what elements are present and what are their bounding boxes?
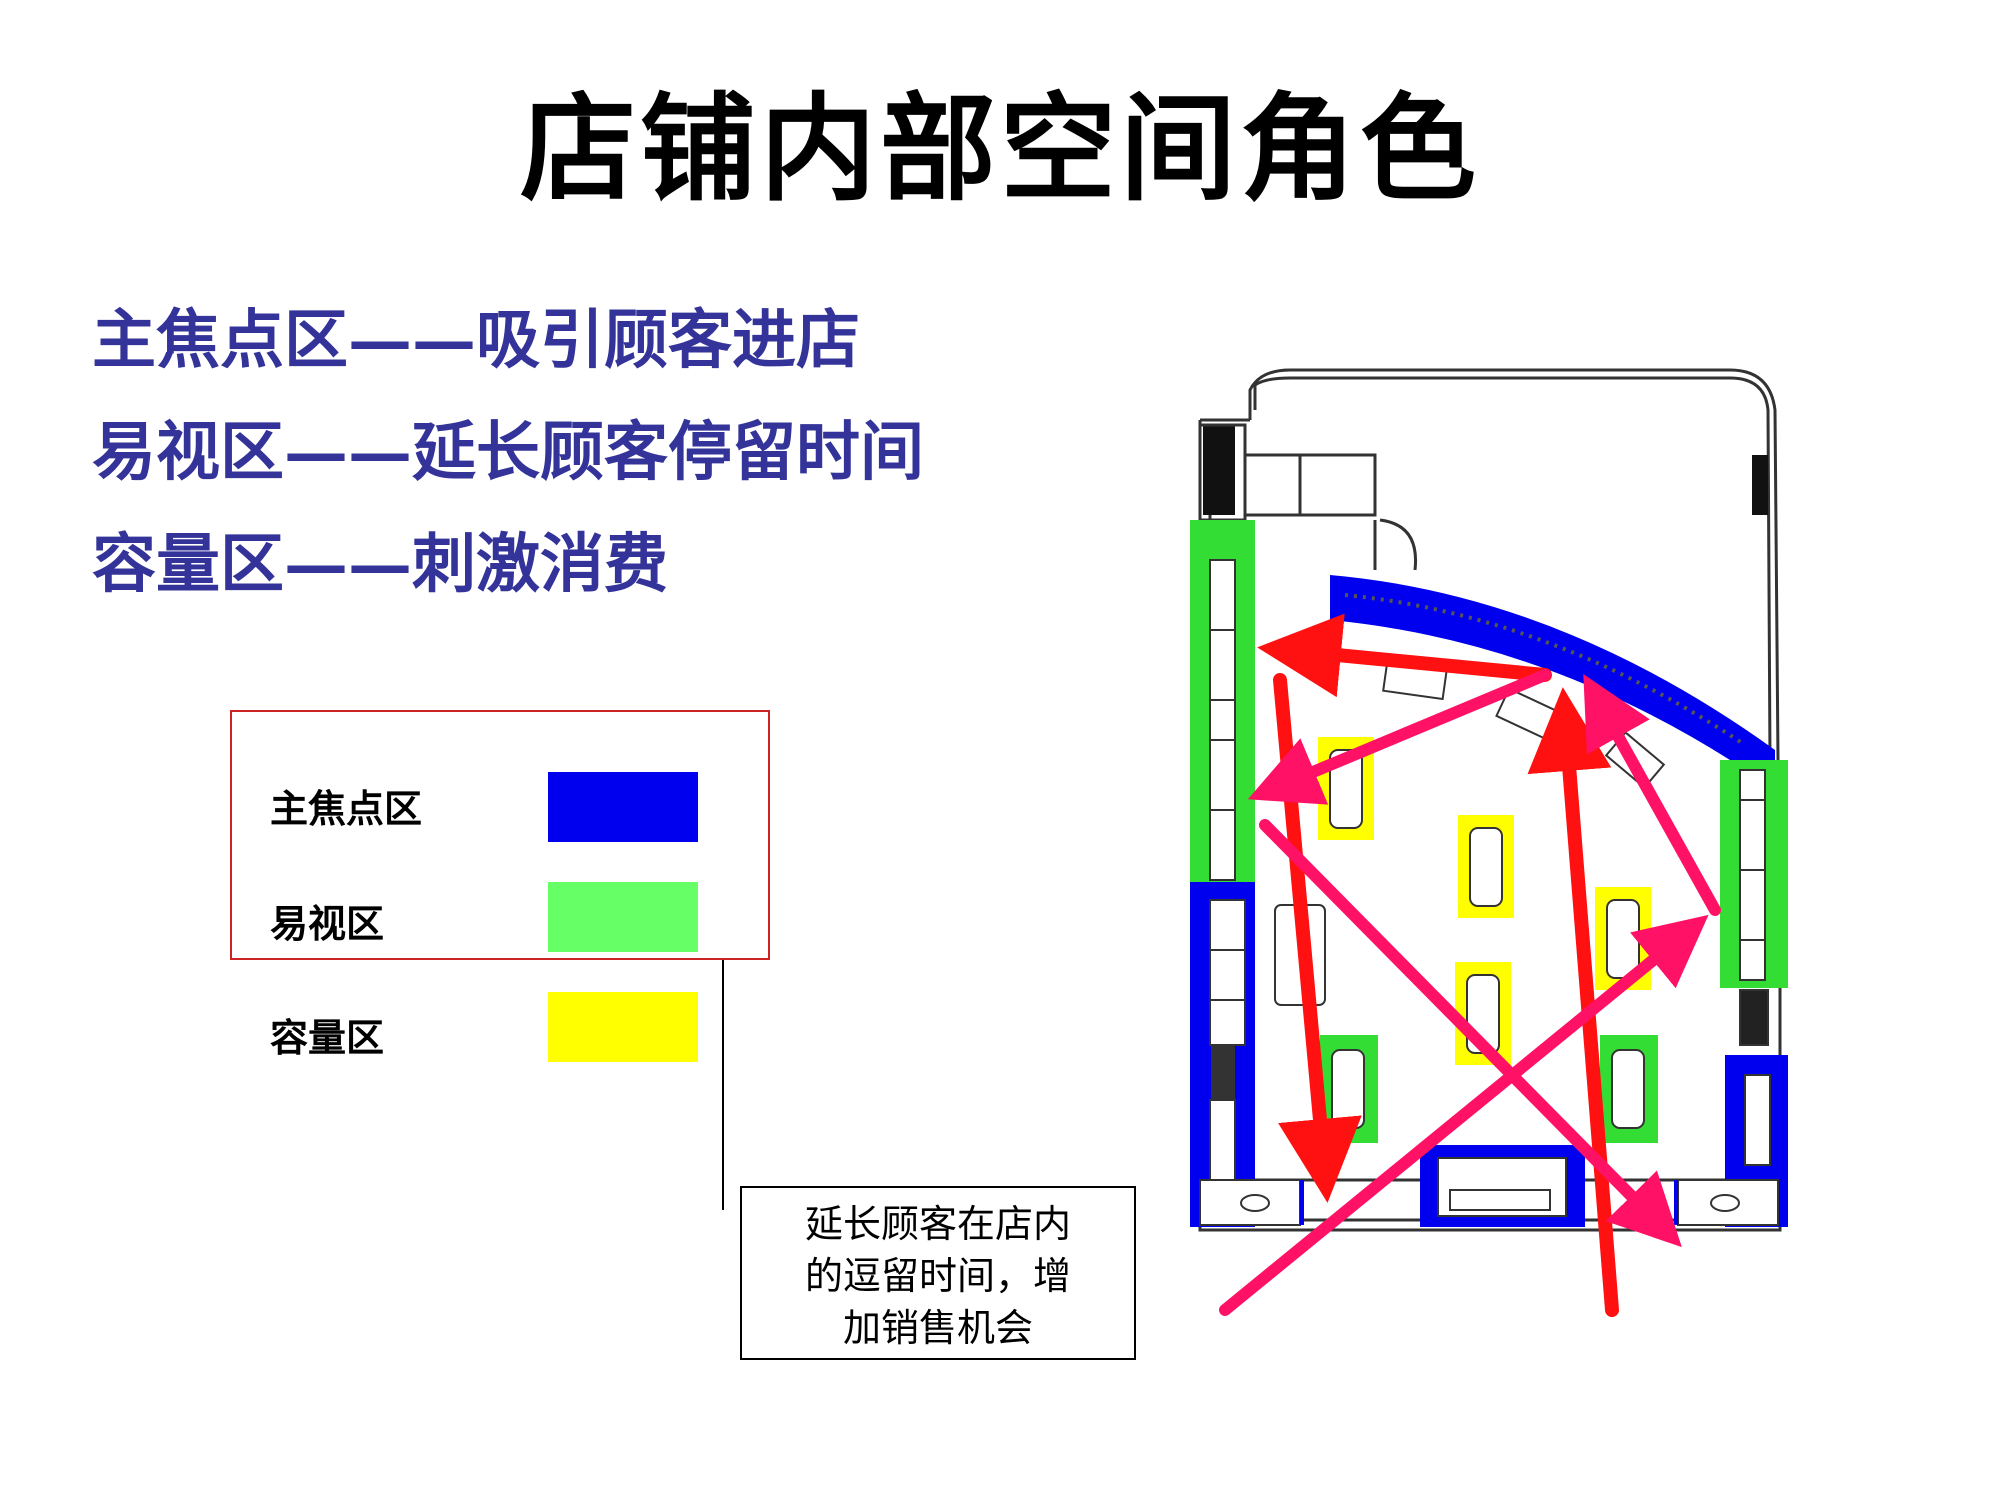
callout-line-1: 延长顾客在店内 <box>804 1202 1071 1246</box>
role-line-primary-focus: 主焦点区——吸引顾客进店 <box>92 303 860 378</box>
legend-swatch-capacity <box>548 992 698 1062</box>
focus-racks <box>1199 899 1779 1226</box>
legend-label-easy-view: 易视区 <box>270 901 385 946</box>
callout-connector <box>722 960 724 1210</box>
page-title: 店铺内部空间角色 <box>520 82 1480 217</box>
role-line-capacity: 容量区——刺激消费 <box>92 527 668 602</box>
callout-line-3: 加销售机会 <box>842 1306 1033 1350</box>
legend-box <box>230 710 770 960</box>
legend-swatch-easy-view <box>548 882 698 952</box>
storage-room <box>1243 453 1418 571</box>
callout-box: 延长顾客在店内 的逗留时间，增 加销售机会 <box>740 1186 1136 1360</box>
wall-block <box>1203 425 1235 515</box>
legend-label-capacity: 容量区 <box>270 1015 385 1060</box>
callout-line-2: 的逗留时间，增 <box>804 1254 1071 1298</box>
role-list: 主焦点区——吸引顾客进店 易视区——延长顾客停留时间 容量区——刺激消费 <box>92 285 924 621</box>
role-line-easy-view: 易视区——延长顾客停留时间 <box>92 415 924 490</box>
wall-racks <box>1209 559 1766 981</box>
legend-label-primary-focus: 主焦点区 <box>270 786 423 831</box>
pink-flow-arrows <box>1219 669 1721 1316</box>
legend-swatch-primary-focus <box>548 772 698 842</box>
